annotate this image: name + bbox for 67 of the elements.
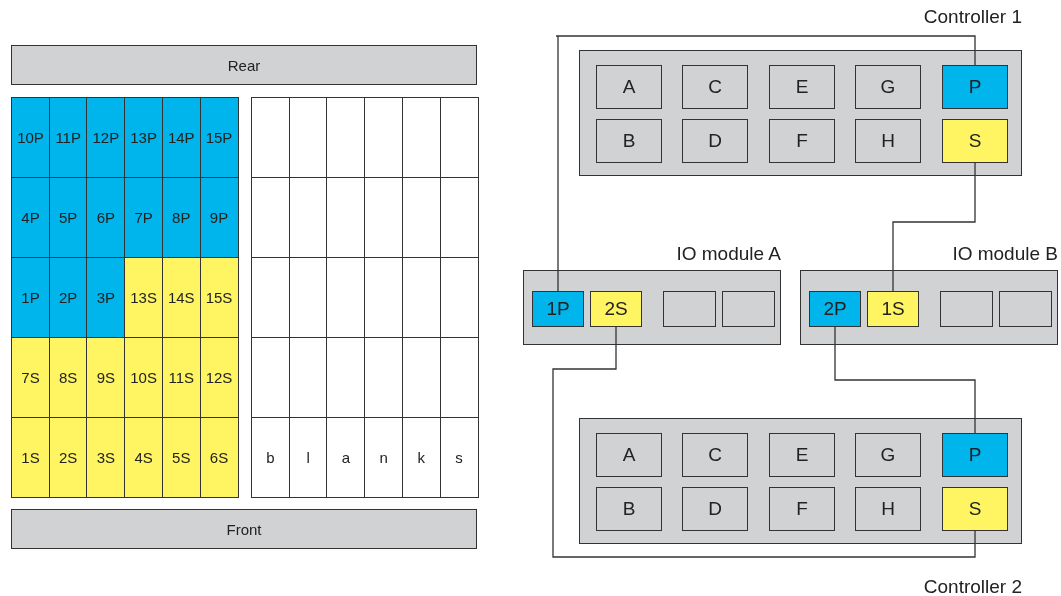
drive-bay: 10S <box>124 337 164 419</box>
drive-bay: 14P <box>161 97 201 179</box>
cable-line <box>834 326 976 434</box>
cable-line <box>892 162 976 292</box>
drive-bay: 12S <box>199 337 239 419</box>
port: B <box>596 119 662 163</box>
port: E <box>769 433 835 477</box>
drive-bay: 3P <box>86 257 126 339</box>
port: G <box>855 65 921 109</box>
port: 2P <box>809 291 861 327</box>
port: C <box>682 65 748 109</box>
drive-bay: 3S <box>86 417 126 499</box>
port: S <box>942 487 1008 531</box>
panel-heading: Controller 2 <box>923 576 1022 596</box>
port: E <box>769 65 835 109</box>
port: A <box>596 433 662 477</box>
drive-bay: 4S <box>124 417 164 499</box>
port: H <box>855 119 921 163</box>
port: F <box>769 487 835 531</box>
drive-bay: 4P <box>11 177 50 259</box>
drive-bay: s <box>439 417 479 499</box>
drive-bay: 8P <box>161 177 201 259</box>
port: S <box>942 119 1008 163</box>
drive-bay: 10P <box>11 97 50 179</box>
port: F <box>769 119 835 163</box>
drive-bay: 15P <box>199 97 239 179</box>
port: D <box>682 119 748 163</box>
panel-heading: Controller 1 <box>923 6 1022 28</box>
drive-bay: 13S <box>124 257 164 339</box>
drive-bay: 6P <box>86 177 126 259</box>
drive-bay: 9S <box>86 337 126 419</box>
port: B <box>596 487 662 531</box>
drive-bay: 9P <box>199 177 239 259</box>
port: 2S <box>590 291 642 327</box>
empty-port <box>722 291 775 327</box>
empty-port <box>999 291 1052 327</box>
port: C <box>682 433 748 477</box>
port: A <box>596 65 662 109</box>
port: P <box>942 433 1008 477</box>
drive-bay: 5S <box>161 417 201 499</box>
cable-line <box>555 35 976 292</box>
empty-port <box>663 291 716 327</box>
drive-bay: 2S <box>48 417 88 499</box>
panel-heading: IO module B <box>952 243 1058 265</box>
enclosure-side-bar: Front <box>11 509 477 549</box>
drive-bay: 1S <box>11 417 50 499</box>
drive-bay: 11S <box>161 337 201 419</box>
empty-port <box>940 291 993 327</box>
port: D <box>682 487 748 531</box>
port: H <box>855 487 921 531</box>
drive-bay: 14S <box>161 257 201 339</box>
panel-heading: IO module A <box>676 243 781 265</box>
drive-bay: 7S <box>11 337 50 419</box>
drive-bay: 1P <box>11 257 50 339</box>
drive-bay: b <box>251 417 290 499</box>
drive-bay: 15S <box>199 257 239 339</box>
drive-bay: 13P <box>124 97 164 179</box>
port: 1S <box>867 291 919 327</box>
drive-bay: 7P <box>124 177 164 259</box>
drive-bay: 12P <box>86 97 126 179</box>
enclosure-side-bar: Rear <box>11 45 477 85</box>
port: 1P <box>532 291 584 327</box>
port: G <box>855 433 921 477</box>
port: P <box>942 65 1008 109</box>
cable-line <box>552 326 976 558</box>
drive-bay: a <box>326 417 366 499</box>
drive-bay: 6S <box>199 417 239 499</box>
